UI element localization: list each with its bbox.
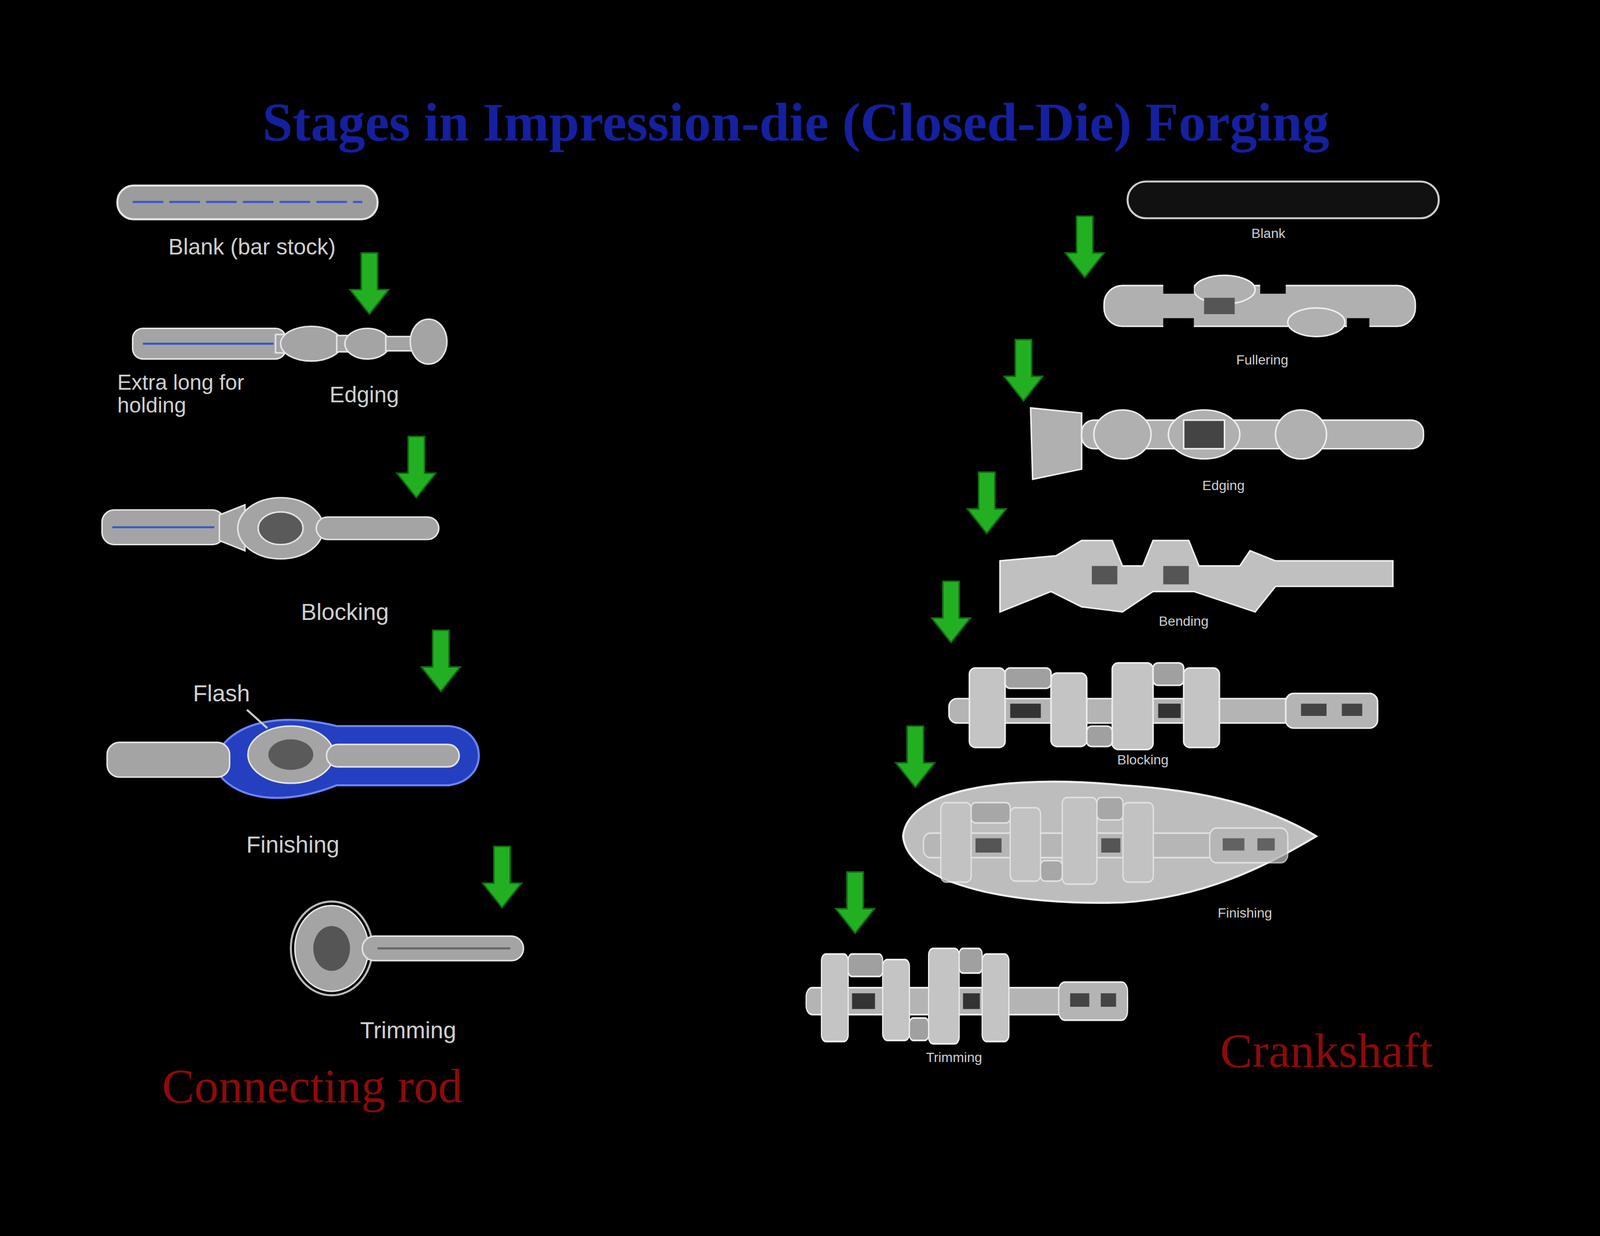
stage-label: Edging: [329, 382, 400, 408]
stage-label: Edging: [1202, 478, 1245, 494]
green-arrows-part: [896, 726, 935, 788]
crank-blocking: [948, 663, 1378, 751]
conrod-blank-part: [132, 200, 363, 203]
stage-label: Blocking: [1117, 752, 1169, 768]
conrod-finishing-part: [246, 709, 268, 729]
crank-edging-part: [1183, 420, 1225, 449]
conrod-edging-part: [143, 342, 274, 345]
crank-bending-part: [1000, 540, 1393, 612]
conrod-edging-part: [344, 328, 390, 359]
crank-fullering-part: [1287, 307, 1345, 337]
conrod-edging-part: [410, 319, 448, 365]
crank-fullering: [1104, 275, 1416, 337]
green-arrows-part: [967, 472, 1007, 534]
green-arrows-part: [1004, 339, 1043, 401]
conrod-blocking-part: [237, 497, 324, 560]
conrod-blank: [117, 185, 378, 220]
conrod-finishing-part: [107, 742, 230, 778]
conrod-trimmed: [290, 901, 524, 996]
crank-fullering-part: [1203, 297, 1235, 315]
green-arrows-part: [397, 436, 436, 498]
slide-title: Stages in Impression-die (Closed-Die) Fo…: [262, 92, 1330, 153]
crank-fullering-part: [1163, 318, 1194, 328]
conrod-trimmed-part: [313, 926, 351, 972]
conrod-finishing-part: [326, 744, 460, 768]
stage-label: Blank (bar stock): [168, 234, 336, 260]
stage-label: Trimming: [926, 1050, 983, 1066]
stage-label: Trimming: [360, 1017, 457, 1044]
crank-edging-part: [1275, 410, 1327, 460]
crank-blank: [1127, 181, 1440, 219]
conrod-trimmed-part: [377, 947, 511, 950]
conrod-finishing-part: [247, 726, 334, 784]
stage-label: Fullering: [1236, 352, 1289, 368]
crank-bending: [1000, 540, 1393, 612]
crank-finishing-part: [923, 797, 1288, 885]
crank-bending-part: [1091, 566, 1118, 585]
crank-finishing-part: [903, 782, 1317, 904]
crank-fullering-part: [1163, 284, 1194, 294]
stage-label: Finishing: [1217, 905, 1273, 921]
crank-trimmed: [806, 948, 1128, 1045]
crank-edging: [1030, 408, 1424, 480]
conrod-edging: [132, 319, 448, 365]
conrod-blocking-part: [101, 510, 225, 545]
part-name: Crankshaft: [1220, 1024, 1434, 1078]
conrod-blocking-part: [316, 517, 439, 540]
conrod-finishing-part: [219, 720, 479, 799]
conrod-blocking-part: [112, 526, 215, 529]
conrod-blocking-part: [257, 512, 304, 545]
crank-fullering-part: [1260, 284, 1286, 294]
crank-bending-part: [1163, 566, 1189, 585]
stage-label: Blocking: [301, 599, 389, 625]
stage-label: Finishing: [246, 832, 340, 858]
crank-blank-part: [1127, 181, 1440, 219]
callout-label: Flash: [192, 681, 250, 707]
crank-finishing: [903, 782, 1317, 904]
green-arrows-part: [350, 253, 389, 315]
conrod-finishing-part: [268, 739, 314, 770]
conrod-blocking: [101, 497, 439, 560]
part-name: Connecting rod: [161, 1059, 463, 1114]
green-arrows-part: [421, 630, 461, 692]
green-arrows-part: [482, 846, 522, 908]
conrod-edging-part: [132, 328, 287, 359]
conrod-trimmed-part: [294, 905, 369, 992]
green-arrows-part: [1065, 216, 1104, 278]
conrod-edging-part: [280, 326, 342, 362]
conrod-finishing: [107, 709, 480, 799]
note-label: Extra long for holding: [117, 371, 302, 416]
crank-fullering-part: [1346, 318, 1370, 328]
crank-edging-part: [1093, 410, 1152, 460]
crank-edging-part: [1030, 408, 1082, 480]
crank-trimmed-part: [806, 948, 1128, 1045]
green-arrows-part: [931, 581, 971, 643]
green-arrows-part: [835, 872, 875, 934]
conrod-blank-part: [117, 185, 378, 220]
crank-blocking-part: [948, 663, 1378, 751]
crank-edging-part: [1168, 410, 1240, 460]
stage-label: Bending: [1158, 613, 1209, 629]
conrod-trimmed-part: [290, 901, 373, 996]
stage-label: Blank: [1251, 226, 1286, 242]
conrod-trimmed-part: [362, 936, 524, 961]
green-arrows: [350, 216, 1104, 934]
